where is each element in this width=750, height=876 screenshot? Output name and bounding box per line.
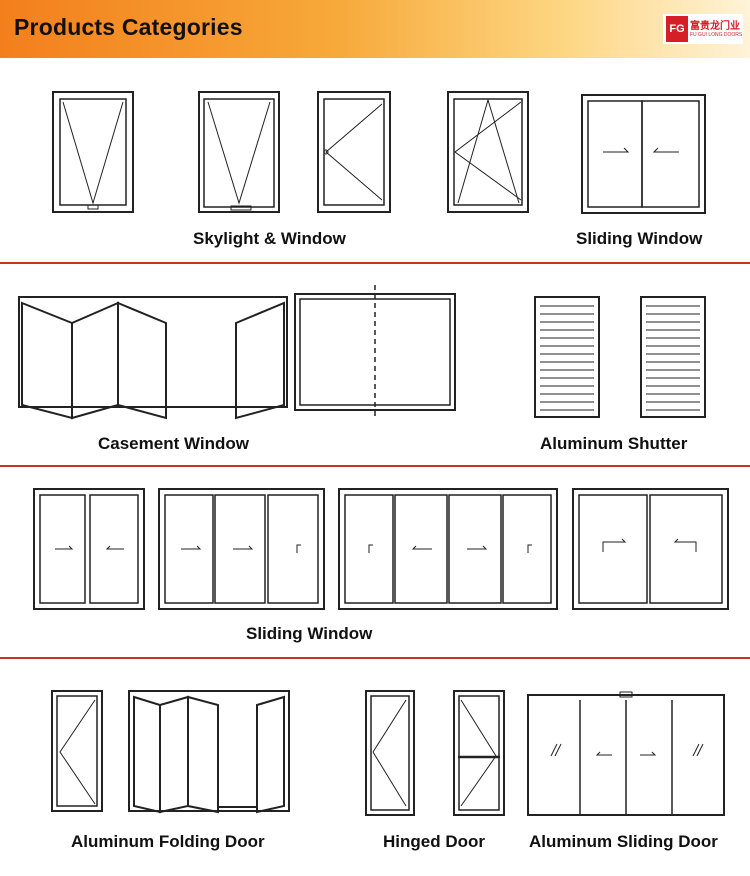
- folding-casement-illustration: [19, 297, 287, 418]
- caption-aluminum-shutter: Aluminum Shutter: [540, 434, 688, 453]
- sliding-window-2-track-illustration: [34, 489, 144, 609]
- section-divider: [0, 465, 750, 467]
- section-divider: [0, 262, 750, 264]
- caption-sliding-window-row: Sliding Window: [246, 624, 373, 643]
- hinged-door-single-illustration: [366, 691, 414, 815]
- aluminum-sliding-door-illustration: [528, 692, 724, 815]
- caption-aluminum-sliding-door: Aluminum Sliding Door: [529, 832, 718, 851]
- page-title: Products Categories: [14, 14, 243, 40]
- lift-slide-window-illustration: [573, 489, 728, 609]
- hinged-door-panic-bar-illustration: [454, 691, 504, 815]
- top-hung-window-illustration: [53, 92, 133, 212]
- sliding-window-2-panel-illustration: [582, 95, 705, 213]
- section-divider: [0, 657, 750, 659]
- brand-logo: FG 富贵龙门业 FU GUI LONG DOORS: [663, 14, 743, 44]
- page-header: Products Categories FG 富贵龙门业 FU GUI LONG…: [0, 0, 750, 58]
- awning-window-illustration: [199, 92, 279, 212]
- caption-casement-window: Casement Window: [98, 434, 249, 453]
- aluminum-shutter-right-illustration: [641, 297, 705, 417]
- caption-sliding-window: Sliding Window: [576, 229, 703, 248]
- caption-skylight-window: Skylight & Window: [193, 229, 346, 248]
- fixed-panel-window-illustration: [295, 285, 455, 420]
- aluminum-folding-door-multi-illustration: [129, 691, 289, 812]
- logo-subtext: FU GUI LONG DOORS: [690, 32, 743, 38]
- casement-window-illustration: [318, 92, 390, 212]
- sliding-window-3-track-illustration: [159, 489, 324, 609]
- caption-aluminum-folding-door: Aluminum Folding Door: [71, 832, 265, 851]
- aluminum-folding-door-single-illustration: [52, 691, 102, 811]
- logo-mark: FG: [666, 16, 688, 42]
- sliding-window-4-track-illustration: [339, 489, 557, 609]
- caption-hinged-door: Hinged Door: [383, 832, 485, 851]
- logo-text: 富贵龙门业: [690, 21, 740, 32]
- tilt-turn-window-illustration: [448, 92, 528, 212]
- aluminum-shutter-left-illustration: [535, 297, 599, 417]
